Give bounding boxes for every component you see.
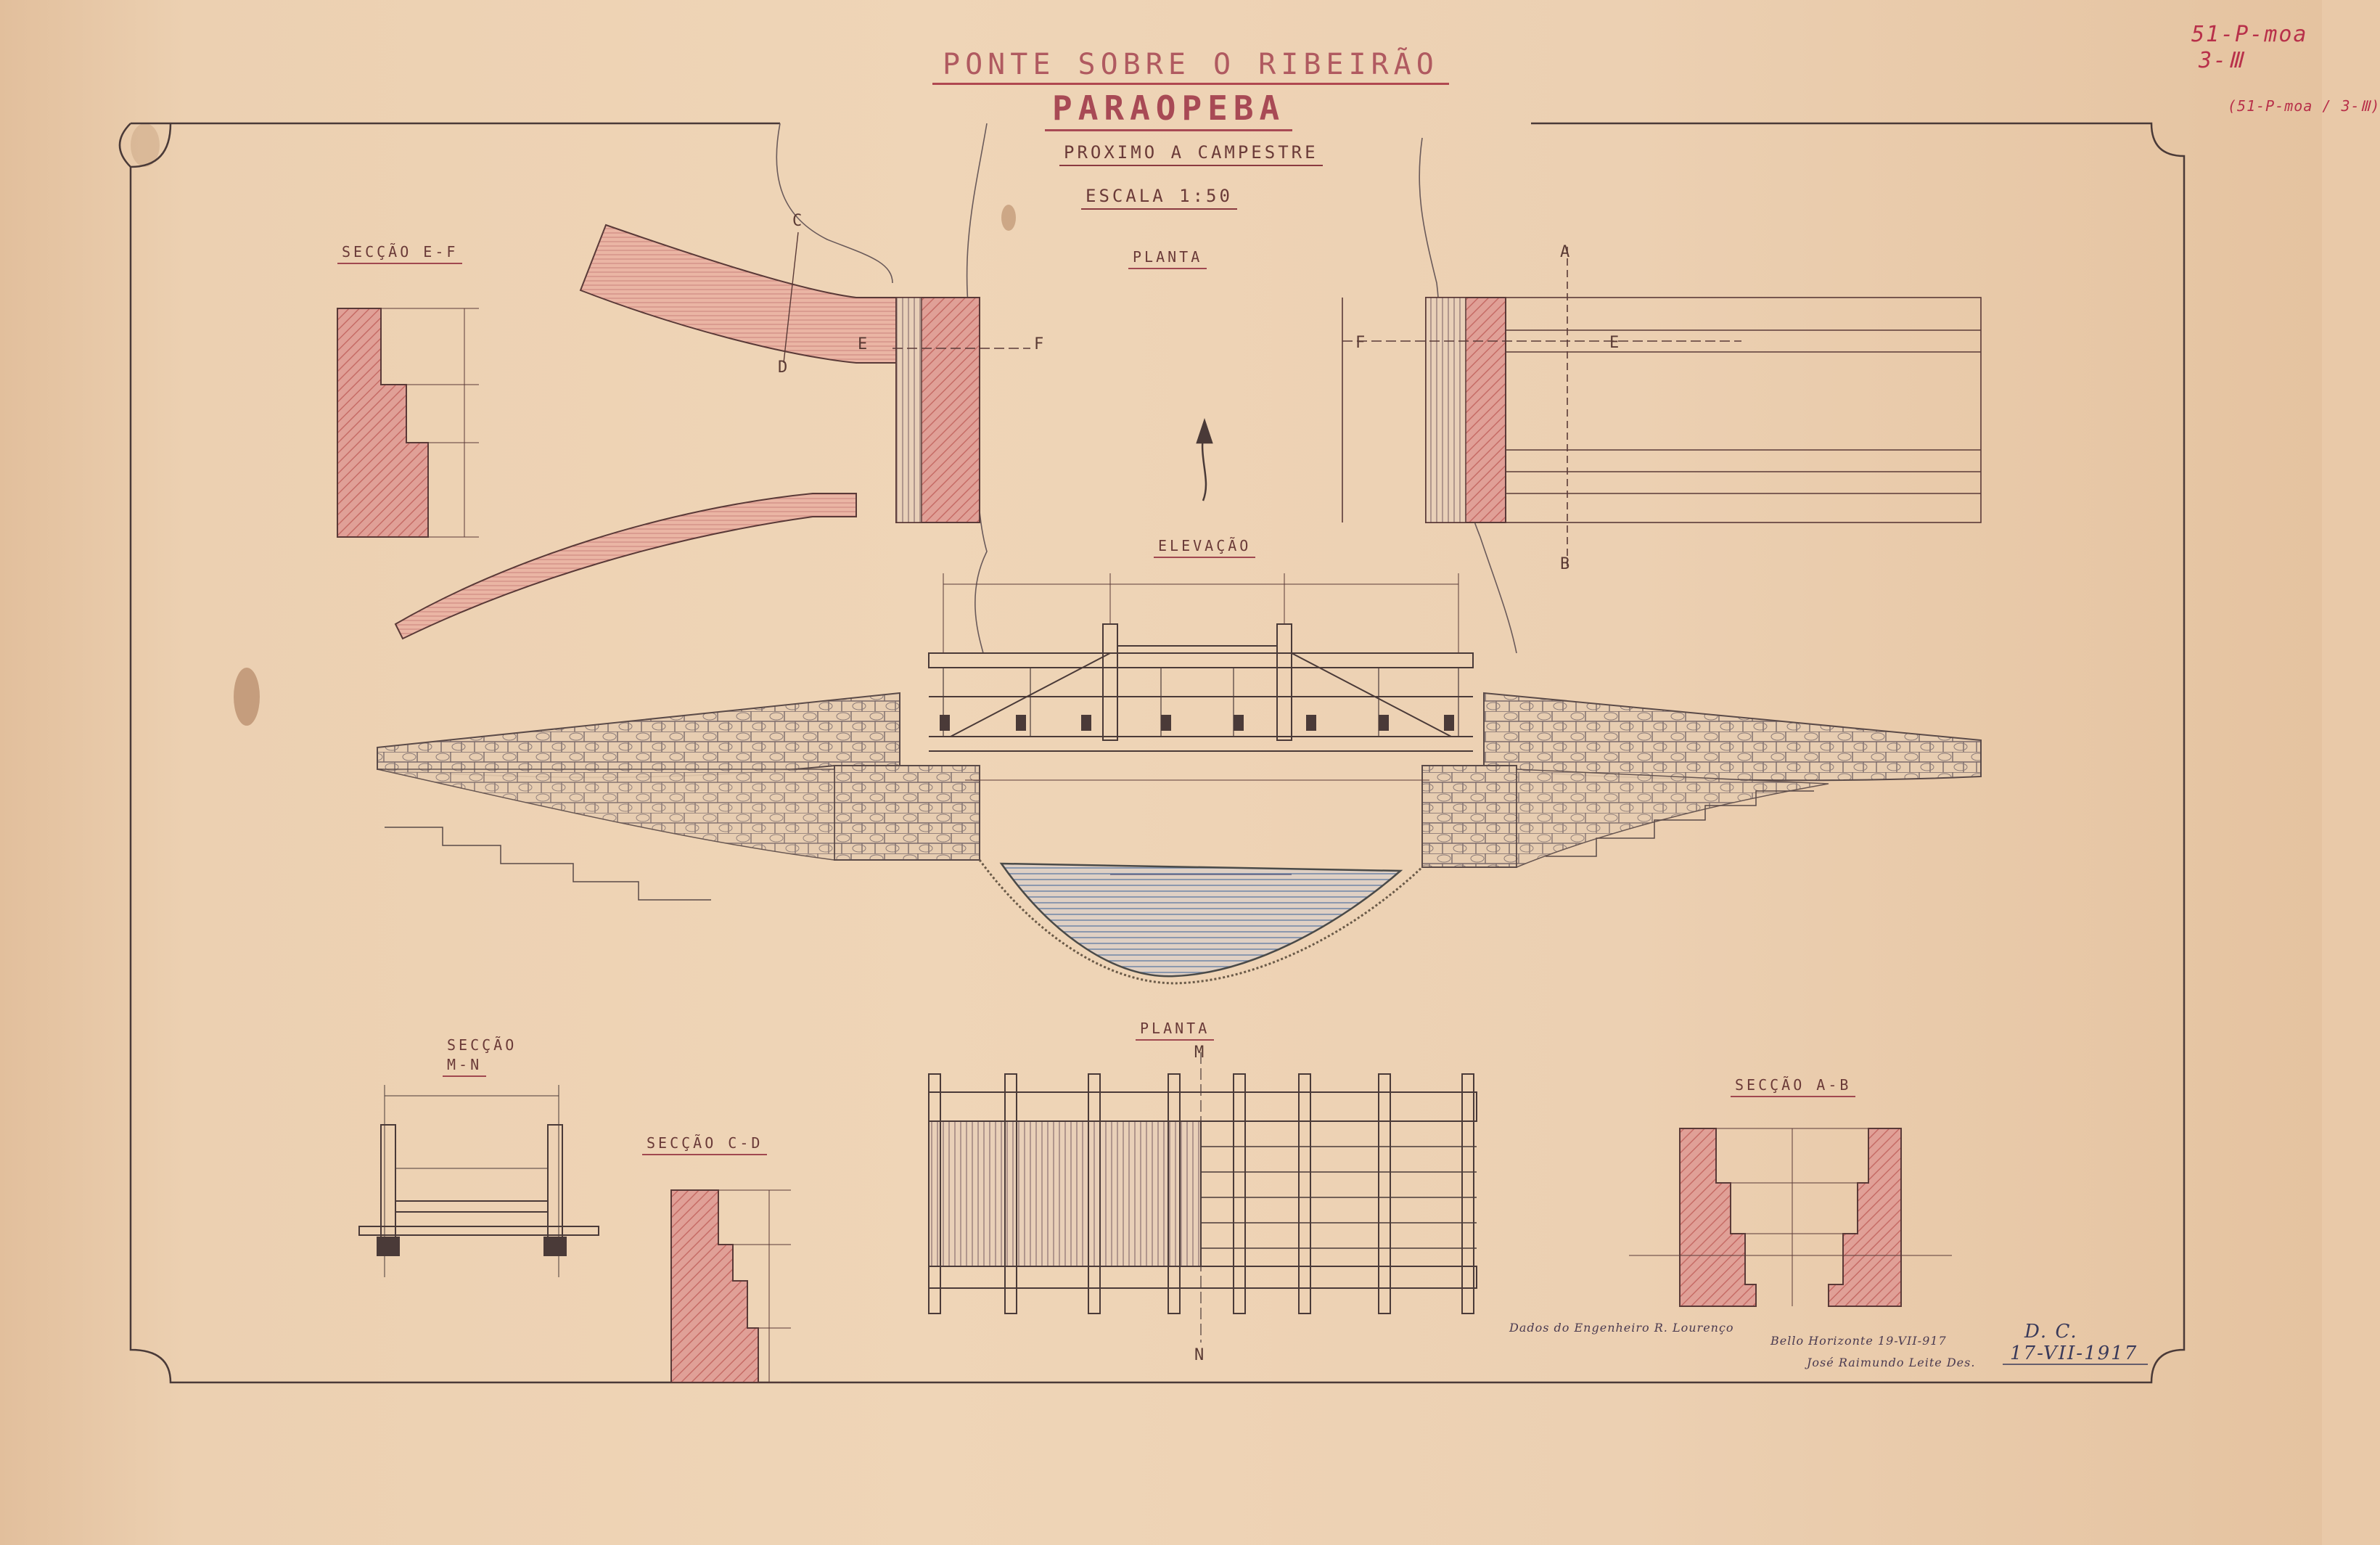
- label-section-cd: SECÇÃO C-D: [642, 1134, 768, 1155]
- north-arrow-icon: [1196, 418, 1213, 501]
- plan-right-abutment: [1342, 247, 1982, 566]
- engineer-signature: Dados do Engenheiro R. Lourenço: [1509, 1321, 1734, 1335]
- draftsman-signature: José Raimundo Leite Des.: [1807, 1356, 1976, 1369]
- label-section-mn-sub: M-N: [443, 1056, 487, 1077]
- cut-letter-d: D: [778, 358, 788, 377]
- cut-letter-e-right: E: [1609, 334, 1620, 352]
- cut-letter-m: M: [1194, 1044, 1205, 1062]
- elevation-drawing: [377, 573, 1982, 985]
- section-ab-drawing: [1629, 1128, 1952, 1307]
- sheet-border: [118, 122, 2186, 1384]
- title-line-2: PARAOPEBA: [1045, 89, 1293, 131]
- catalog-code-top: 51-P-moa: [2191, 22, 2308, 47]
- cut-letter-e-left: E: [858, 335, 868, 353]
- label-section-mn-title: SECÇÃO: [447, 1036, 517, 1054]
- signature-date: 17-VII-1917: [2010, 1343, 2138, 1364]
- cut-letter-b: B: [1560, 555, 1570, 573]
- title-line-1: PONTE SOBRE O RIBEIRÃO: [932, 48, 1449, 85]
- label-plan-top: PLANTA: [1128, 248, 1207, 269]
- approach-road-left: [394, 224, 1030, 640]
- cut-letter-c: C: [792, 212, 803, 230]
- label-section-ab: SECÇÃO A-B: [1731, 1076, 1856, 1097]
- subtitle: PROXIMO A CAMPESTRE: [1059, 142, 1323, 166]
- section-ef-drawing: [337, 308, 479, 538]
- section-cd-drawing: [670, 1189, 791, 1383]
- label-plan-bottom: PLANTA: [1136, 1020, 1215, 1041]
- drawing-canvas: [118, 122, 2186, 1384]
- scale-label: ESCALA 1:50: [1081, 186, 1237, 210]
- plan-bottom-drawing: [928, 1052, 1477, 1343]
- cut-letter-f-left: F: [1034, 335, 1044, 353]
- catalog-code-bottom: 3-Ⅲ: [2199, 48, 2244, 73]
- label-section-ef: SECÇÃO E-F: [337, 243, 463, 264]
- place-date: Bello Horizonte 19-VII-917: [1770, 1334, 1947, 1348]
- initials: D. C.: [2024, 1321, 2078, 1343]
- section-mn-drawing: [358, 1085, 599, 1277]
- catalog-code-small: (51-P-moa / 3-Ⅲ): [2228, 97, 2380, 115]
- cut-letter-n: N: [1194, 1346, 1205, 1364]
- label-elevation: ELEVAÇÃO: [1154, 537, 1256, 558]
- cut-letter-f-right: F: [1355, 334, 1366, 352]
- cut-letter-a: A: [1560, 243, 1570, 261]
